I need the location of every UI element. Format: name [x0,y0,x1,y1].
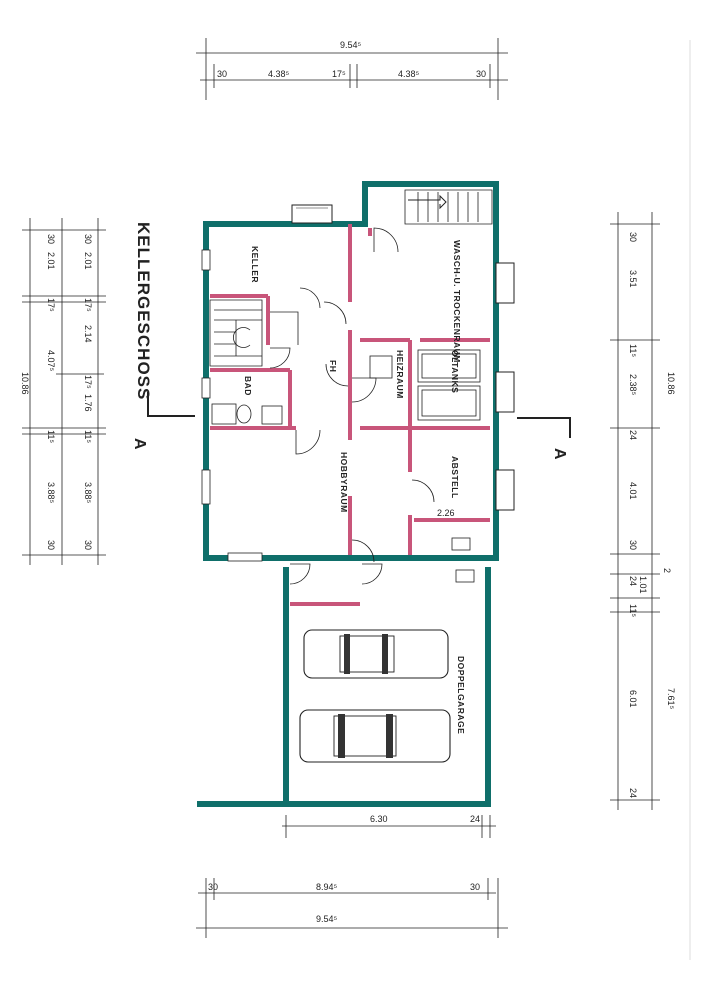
dim-top-seg1: 4.38⁵ [268,69,290,79]
room-label-oeltanks: ÖLTANKS [450,350,460,393]
dim-left-b-8: 30 [83,540,93,550]
dim-right-a-6: 30 [628,540,638,550]
doors [269,227,435,585]
outer-walls [197,181,499,807]
bottom-dimensions: 30 8.94⁵ 30 9.54⁵ [196,878,508,938]
dim-left-b-0: 30 [83,234,93,244]
dim-left-a-5: 11⁵ [46,430,56,443]
dim-garage-24: 24 [470,814,480,824]
dim-left-b-1: 2.01 [83,252,93,270]
dim-right-garage-total: 7.61⁵ [666,688,676,710]
dim-bottom-right30: 30 [470,882,480,892]
dim-right-a-0: 30 [628,232,638,242]
dim-left-b-5: 1.76 [83,394,93,412]
dim-right-g-2: 1.01 [638,576,648,594]
dim-left-a-6: 3.88⁵ [46,482,56,504]
dim-top-right30: 30 [476,69,486,79]
car-icon [299,709,451,763]
section-marker-right: A [517,417,571,460]
dim-bottom-total: 9.54⁵ [316,914,338,924]
inner-walls [210,224,490,606]
dim-right-g-4: 6.01 [628,690,638,708]
dim-left-a-4: 4.07⁵ [46,350,56,372]
dim-left-total: 10.86 [20,372,30,395]
dim-left-b-7: 3.88⁵ [83,482,93,504]
staircase-wasch [404,189,493,225]
dim-left-b-6: 11⁵ [83,430,93,443]
dim-right-a-5: 4.01 [628,482,638,500]
left-dimensions: 10.86 30 2.01 17⁵ 4.07⁵ 11⁵ 3.88⁵ 30 30 … [20,218,106,565]
dim-right-a-4: 24 [628,430,638,440]
room-label-hobbyraum: HOBBYRAUM [339,452,349,513]
room-label-wasch: WASCH-U. TROCKENRAUM [452,240,462,363]
room-label-fh: FH [328,360,338,372]
dim-right-total: 10.86 [666,372,676,395]
dim-left-b-3: 2.14 [83,325,93,343]
room-label-keller: KELLER [250,246,260,283]
dim-right-g-1: 24 [628,576,638,586]
dim-bottom-seg: 8.94⁵ [316,882,338,892]
right-dimensions: 10.86 30 3.51 11⁵ 2.38⁵ 24 4.01 30 2 24 … [610,212,676,810]
dim-left-a-7: 30 [46,540,56,550]
car-icon [303,629,449,679]
section-label-right: A [551,448,568,460]
top-dimensions: 9.54⁵ 30 4.38⁵ 17⁵ 4.38⁵ 30 [196,38,508,100]
dim-right-a-3: 2.38⁵ [628,374,638,396]
dim-left-b-4: 17⁵ [83,375,93,389]
room-label-garage: DOPPELGARAGE [456,656,466,734]
dim-top-total: 9.54⁵ [340,40,362,50]
windows [201,204,515,562]
dim-right-g-5: 24 [628,788,638,798]
room-label-bad: BAD [243,376,253,396]
dim-bottom-left30: 30 [208,882,218,892]
dim-top-left30: 30 [217,69,227,79]
dim-right-a-2: 11⁵ [628,344,638,357]
dim-right-g-3: 11⁵ [628,604,638,617]
dim-garage-width: 6.30 [370,814,388,824]
section-label-left: A [131,438,148,450]
dim-left-a-2: 17⁵ [46,298,56,312]
room-label-abstell: ABSTELL [450,456,460,499]
dim-top-seg2: 4.38⁵ [398,69,420,79]
dim-left-a-1: 2.01 [46,252,56,270]
dim-left-a-0: 30 [46,234,56,244]
section-marker-left: A [131,392,195,450]
dim-right-a-1: 3.51 [628,270,638,288]
room-label-heizraum: HEIZRAUM [395,350,405,399]
plan-title: KELLERGESCHOSS [134,222,153,400]
dim-left-b-2: 17⁵ [83,298,93,312]
staircase-main [209,287,321,367]
fixtures [211,349,481,583]
dim-top-mid: 17⁵ [332,69,346,79]
dim-right-g-0: 2 [662,568,672,573]
garage-dimension: 6.30 24 [282,814,496,838]
abstell-dimension: 2.26 [437,508,455,518]
